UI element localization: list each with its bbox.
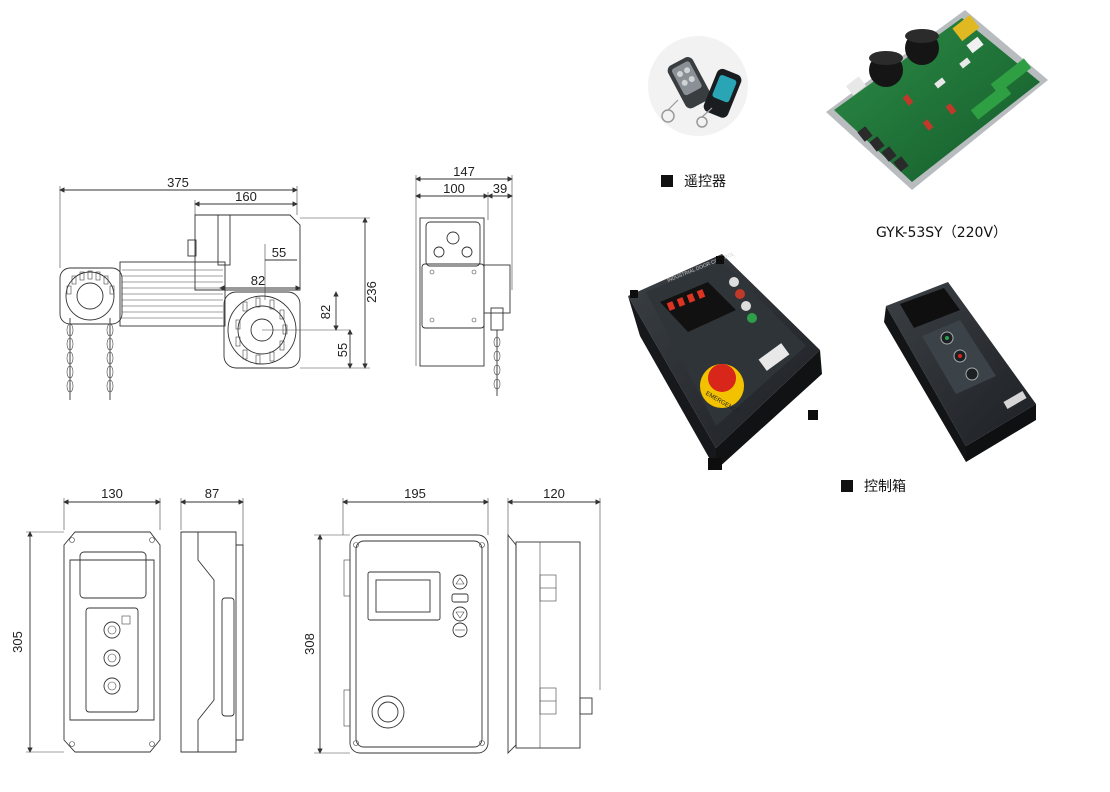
control-box-caption-square-icon	[841, 480, 853, 492]
dim-308: 308	[302, 633, 317, 655]
estop-button	[708, 364, 736, 392]
control-board-caption: GYK-53SY（220V）	[876, 225, 1007, 241]
dim-55-vertical: 55	[335, 343, 350, 357]
motor-side-drawing: 147 100 39	[415, 164, 513, 396]
dim-120: 120	[543, 486, 565, 501]
display-window	[660, 282, 736, 332]
dim-375: 375	[167, 175, 189, 190]
remote-photo	[648, 36, 748, 136]
dim-195: 195	[404, 486, 426, 501]
small-box-drawing: 130 305	[10, 486, 161, 753]
remote-caption-square-icon	[661, 175, 673, 187]
control-box-caption: 控制箱	[864, 479, 906, 495]
slim-display-window	[900, 288, 960, 328]
motor-front-drawing: 375 160 55 82	[59, 175, 379, 400]
large-control-box-photo: EMERGENCY INDUSTRIAL DOOR CONTROL	[628, 251, 822, 470]
dim-147: 147	[453, 164, 475, 179]
remote-caption: 遥控器	[684, 174, 726, 190]
dim-82-horizontal: 82	[251, 273, 265, 288]
small-box-side-drawing: 87	[180, 486, 244, 753]
dim-82-vertical: 82	[318, 305, 333, 319]
dim-130: 130	[101, 486, 123, 501]
dim-100: 100	[443, 181, 465, 196]
large-box-side-drawing: 120	[507, 486, 601, 755]
dim-87: 87	[205, 486, 219, 501]
dim-236: 236	[364, 281, 379, 303]
dim-39: 39	[493, 181, 507, 196]
large-box-drawing: 195 308	[302, 486, 489, 754]
slim-control-box-photo	[884, 282, 1036, 462]
control-board-photo	[826, 10, 1048, 190]
dim-55-top: 55	[272, 245, 286, 260]
dim-305: 305	[10, 631, 25, 653]
dim-160: 160	[235, 189, 257, 204]
